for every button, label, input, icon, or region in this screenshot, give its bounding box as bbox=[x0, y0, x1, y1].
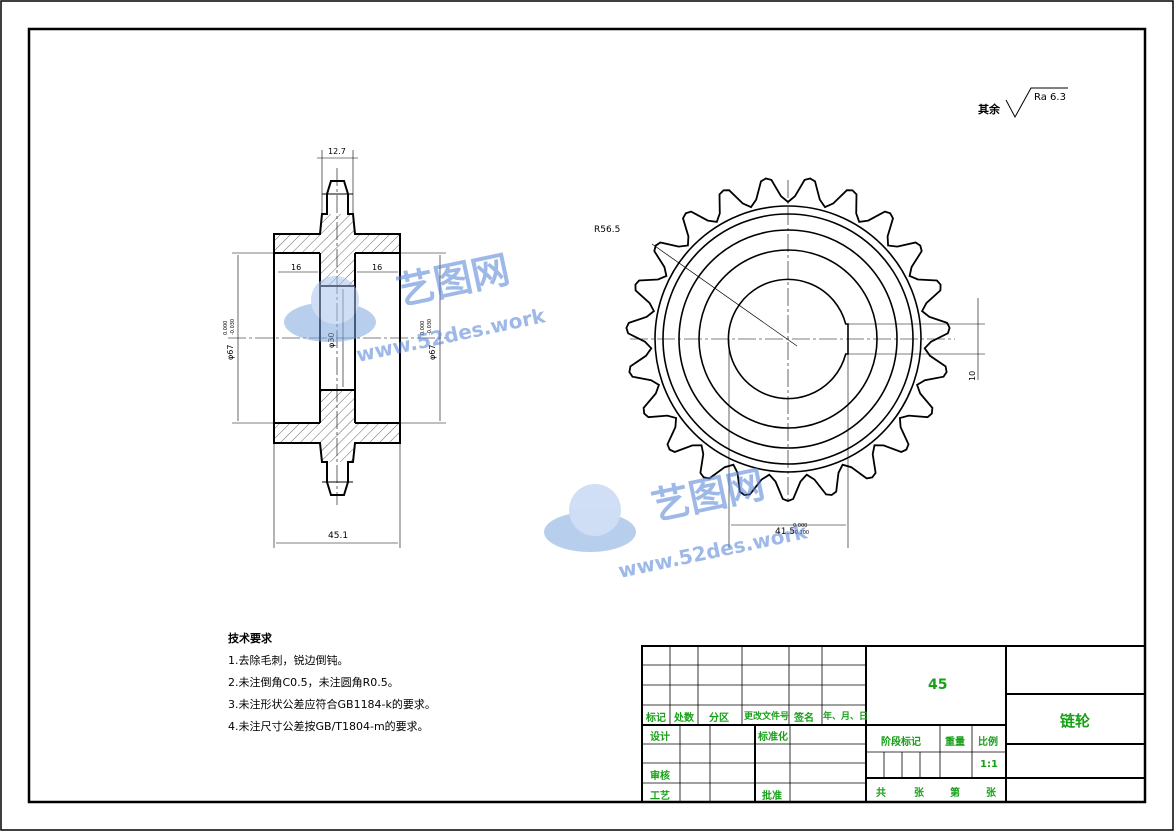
sheet-total-label: 共 bbox=[876, 788, 886, 799]
role-standard: 标准化 bbox=[758, 732, 788, 743]
dim-tooth-width: 12.7 bbox=[328, 147, 346, 156]
weight-label: 重量 bbox=[945, 737, 965, 748]
watermark-brand-2: 艺图网 bbox=[648, 462, 769, 529]
sheet-unit-label: 张 bbox=[914, 788, 924, 799]
sheet-no-label: 第 bbox=[950, 788, 960, 799]
roughness-value: Ra 6.3 bbox=[1034, 92, 1066, 103]
note-item-3: 3.未注形状公差应符合GB1184-k的要求。 bbox=[228, 698, 436, 711]
surface-roughness-note: 其余 Ra 6.3 bbox=[978, 87, 1068, 119]
inner-frame bbox=[27, 27, 1147, 804]
hatch-hub-bot-left bbox=[274, 423, 320, 443]
rev-header-count: 处数 bbox=[674, 713, 694, 724]
title-block-grid bbox=[641, 645, 1146, 803]
hatch-web-bot bbox=[320, 390, 355, 462]
note-item-1: 1.去除毛刺，锐边倒钝。 bbox=[228, 654, 349, 667]
watermark-url-1: www.52des.work bbox=[354, 303, 548, 367]
watermark-2: 艺图网 www.52des.work bbox=[544, 462, 810, 583]
dim-hub-dia-left-tol-lower: -0.030 bbox=[230, 319, 236, 335]
role-approve: 批准 bbox=[762, 791, 782, 802]
dim-hub-dia-right-tol-lower: -0.030 bbox=[427, 319, 433, 335]
roughness-symbol-icon bbox=[1005, 87, 1068, 119]
technical-requirements: 技术要求 1.去除毛刺，锐边倒钝。 2.未注倒角C0.5，未注圆角R0.5。 3… bbox=[228, 628, 436, 738]
note-item-2: 2.未注倒角C0.5，未注圆角R0.5。 bbox=[228, 676, 399, 689]
scale-value: 1:1 bbox=[980, 759, 998, 770]
dim-key-width: 10 bbox=[968, 371, 977, 381]
roughness-label: 其余 bbox=[978, 102, 1001, 116]
part-name: 链轮 bbox=[1060, 712, 1091, 730]
dim-hub-dia-left: φ67 bbox=[226, 345, 235, 360]
note-item-4: 4.未注尺寸公差按GB/T1804-m的要求。 bbox=[228, 720, 429, 733]
dim-keyway-depth: 41.5 bbox=[775, 527, 795, 537]
dim-overall-length: 45.1 bbox=[328, 531, 348, 541]
dim-hub-right: 16 bbox=[372, 263, 382, 272]
rev-header-mark: 标记 bbox=[646, 713, 666, 724]
rev-header-zone: 分区 bbox=[709, 713, 729, 724]
front-view: R56.5 10 41.5 0.000 -0.100 bbox=[594, 177, 985, 548]
role-design: 设计 bbox=[650, 732, 670, 743]
role-process: 工艺 bbox=[650, 791, 670, 802]
dim-keyway-tol-lower: -0.100 bbox=[793, 530, 809, 536]
dim-keyway-tol-upper: 0.000 bbox=[793, 523, 807, 529]
stage-mark-label: 阶段标记 bbox=[881, 737, 921, 748]
watermark-brand-1: 艺图网 bbox=[393, 247, 514, 314]
hatch-hub-top-right bbox=[355, 234, 400, 253]
rev-header-date: 年、月、日 bbox=[823, 712, 869, 722]
material: 45 bbox=[928, 677, 948, 693]
hatch-web-top bbox=[320, 214, 355, 286]
watermark-url-2: www.52des.work bbox=[616, 519, 810, 583]
sprocket-outline bbox=[625, 177, 951, 502]
hatch-hub-top-left bbox=[274, 234, 320, 253]
dim-hub-dia-left-tol-upper: 0.000 bbox=[223, 321, 229, 335]
dim-hub-left: 16 bbox=[291, 263, 301, 272]
dim-hub-dia-right: φ67 bbox=[428, 345, 437, 360]
role-check: 审核 bbox=[650, 771, 670, 782]
dim-hub-dia-right-tol-upper: 0.000 bbox=[420, 321, 426, 335]
sheet-no-unit-label: 张 bbox=[986, 788, 996, 799]
rev-header-sign: 签名 bbox=[794, 713, 814, 724]
scale-label: 比例 bbox=[978, 737, 998, 748]
radius-leader bbox=[651, 243, 798, 347]
rev-header-doc: 更改文件号 bbox=[744, 712, 790, 722]
dim-radius: R56.5 bbox=[594, 225, 620, 235]
hatch-hub-bot-right bbox=[355, 423, 400, 443]
notes-title: 技术要求 bbox=[228, 632, 272, 645]
